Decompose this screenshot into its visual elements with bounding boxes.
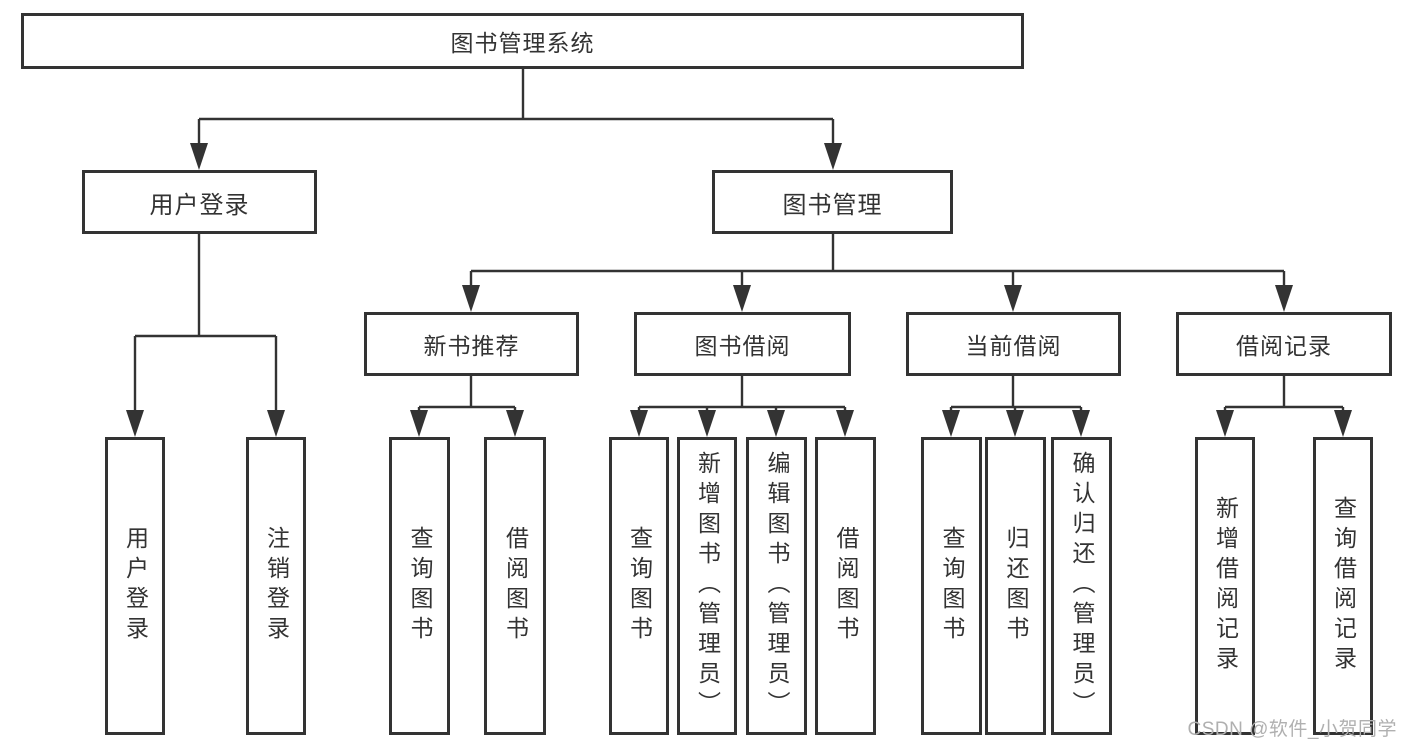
arrowhead-down-icon [1334, 410, 1352, 437]
arrowhead-down-icon [410, 410, 428, 437]
arrowhead-down-icon [733, 285, 751, 312]
leaf-add-borrow-record: 新增借阅记录 [1195, 437, 1255, 735]
connector-user-login-to-leaves [133, 234, 278, 430]
arrowhead-down-icon [267, 410, 285, 437]
arrowhead-down-icon [1072, 410, 1090, 437]
node-book-management: 图书管理 [712, 170, 953, 234]
leaf-edit-book-admin: 编辑图书（管理员） [746, 437, 807, 735]
leaf-logout: 注销登录 [246, 437, 306, 735]
connector-root-to-level2 [197, 69, 835, 162]
leaf-query-books-current: 查询图书 [921, 437, 982, 735]
arrowhead-down-icon [1006, 410, 1024, 437]
arrowhead-down-icon [836, 410, 854, 437]
node-book-borrowing: 图书借阅 [634, 312, 851, 376]
leaf-query-borrow-record: 查询借阅记录 [1313, 437, 1373, 735]
arrowhead-down-icon [698, 410, 716, 437]
arrowhead-down-icon [190, 143, 208, 170]
leaf-return-book: 归还图书 [985, 437, 1046, 735]
connector-book-borrowing-to-leaves [637, 376, 847, 430]
node-root-system: 图书管理系统 [21, 13, 1024, 69]
arrowhead-down-icon [462, 285, 480, 312]
arrowhead-down-icon [126, 410, 144, 437]
node-new-book-recommend: 新书推荐 [364, 312, 579, 376]
leaf-confirm-return-admin: 确认归还（管理员） [1051, 437, 1112, 735]
arrowhead-down-icon [1216, 410, 1234, 437]
watermark-text: CSDN @软件_小贺同学 [1187, 719, 1397, 740]
connector-book-management-to-level3 [469, 234, 1286, 305]
leaf-query-books-borrowing: 查询图书 [609, 437, 669, 735]
arrowhead-down-icon [942, 410, 960, 437]
arrowheads [126, 143, 1352, 437]
arrowhead-down-icon [630, 410, 648, 437]
arrowhead-down-icon [824, 143, 842, 170]
arrowhead-down-icon [1275, 285, 1293, 312]
leaf-user-login: 用户登录 [105, 437, 165, 735]
connector-borrowing-records-to-leaves [1223, 376, 1345, 430]
leaf-query-books-recommend: 查询图书 [389, 437, 450, 735]
connector-new-book-recommend-to-leaves [417, 376, 517, 430]
leaf-borrow-books-recommend: 借阅图书 [484, 437, 546, 735]
leaf-add-book-admin: 新增图书（管理员） [677, 437, 737, 735]
node-current-borrowing: 当前借阅 [906, 312, 1121, 376]
node-borrowing-records: 借阅记录 [1176, 312, 1392, 376]
arrowhead-down-icon [1004, 285, 1022, 312]
node-user-login: 用户登录 [82, 170, 317, 234]
arrowhead-down-icon [767, 410, 785, 437]
leaf-borrow-books: 借阅图书 [815, 437, 876, 735]
arrowhead-down-icon [506, 410, 524, 437]
